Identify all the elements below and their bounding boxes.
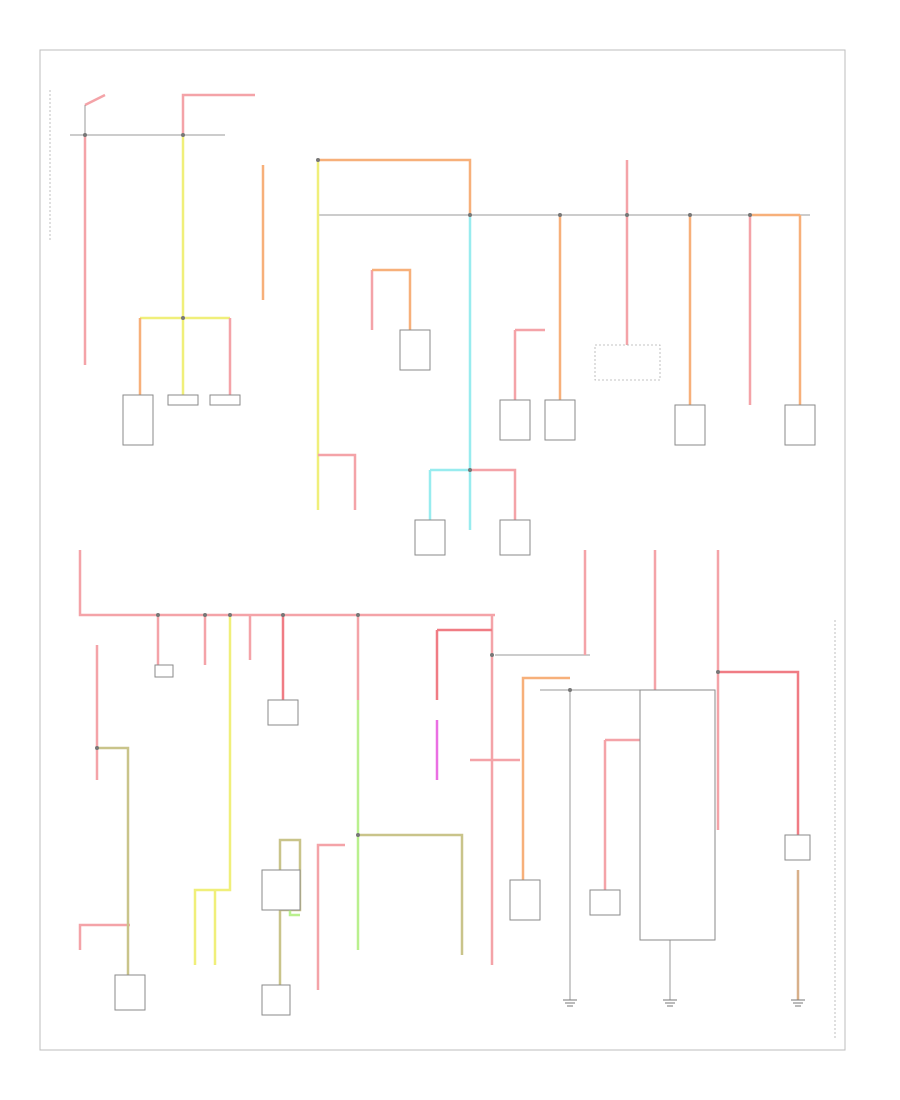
diagram-frame	[39, 49, 846, 1051]
connector-icon	[122, 394, 154, 446]
wire-orange-fuse-5	[750, 213, 802, 405]
wire-orange-upper	[318, 158, 472, 215]
splice-node-icon	[748, 213, 752, 217]
connector-icon	[784, 834, 811, 861]
splice-node-icon	[228, 613, 232, 617]
wire-red-top-left	[83, 93, 106, 365]
grounds	[563, 999, 805, 1007]
wire-red-bottom-left	[78, 645, 130, 950]
splice-node-icon	[558, 213, 562, 217]
wire-pink-cyan-branch	[470, 468, 517, 520]
wire-red-lower-left	[78, 550, 495, 617]
connector-icon	[499, 399, 531, 441]
splice-node-icon	[625, 213, 629, 217]
splice-node-icon	[716, 670, 720, 674]
wire-yellow-left	[140, 135, 230, 395]
wire-olive-lower	[358, 833, 464, 955]
connector-icon	[784, 404, 816, 446]
splice-node-icon	[490, 653, 494, 657]
connector-icon	[261, 984, 291, 1016]
connector-icon	[639, 689, 716, 941]
wire-pink-right-loop	[603, 738, 640, 890]
wire-olive-left	[97, 746, 130, 975]
connector-icon	[674, 404, 706, 446]
wire-cyan-main	[430, 215, 472, 530]
ground-icon	[663, 999, 677, 1007]
splice-node-icon	[356, 613, 360, 617]
splice-node-icon	[468, 468, 472, 472]
dashed-relay-box	[594, 344, 661, 381]
wire-orange-lower	[521, 676, 570, 880]
splice-node-icon	[281, 613, 285, 617]
component-group	[114, 329, 816, 1016]
splice-node-icon	[356, 833, 360, 837]
connector-icon	[167, 394, 199, 406]
connector-icon	[261, 869, 301, 911]
connector-icon	[414, 519, 446, 556]
splice-node-icon	[688, 213, 692, 217]
splice-node-icon	[95, 746, 99, 750]
connector-icon	[209, 394, 241, 406]
wire-orange-center-relay	[372, 268, 412, 330]
splice-node-icon	[316, 158, 320, 162]
connector-icon	[399, 329, 431, 371]
connector-icon	[267, 699, 299, 726]
splice-node-icon	[181, 316, 185, 320]
wire-red-top-mid	[181, 93, 255, 135]
connector-icon	[114, 974, 146, 1011]
splice-node-icon	[156, 613, 160, 617]
splice-node-icon	[568, 688, 572, 692]
splice-node-icon	[203, 613, 207, 617]
splice-nodes	[83, 133, 752, 837]
splice-node-icon	[468, 213, 472, 217]
splice-node-icon	[181, 133, 185, 137]
wire-red-strong-right	[718, 670, 800, 835]
connector-icon	[154, 664, 174, 678]
connector-icon	[589, 889, 621, 916]
splice-node-icon	[83, 133, 87, 137]
connector-icon	[499, 519, 531, 556]
wire-pink-lower-left	[316, 843, 345, 990]
wire-pink-fuse-1a	[513, 328, 545, 400]
ground-icon	[791, 999, 805, 1007]
connector-icon	[509, 879, 541, 921]
wire-pink-mid-branch	[318, 453, 357, 510]
wire-yellow-lower	[193, 615, 232, 965]
wire-red-strong-lower	[435, 628, 492, 700]
ground-icon	[563, 999, 577, 1007]
connector-icon	[544, 399, 576, 441]
